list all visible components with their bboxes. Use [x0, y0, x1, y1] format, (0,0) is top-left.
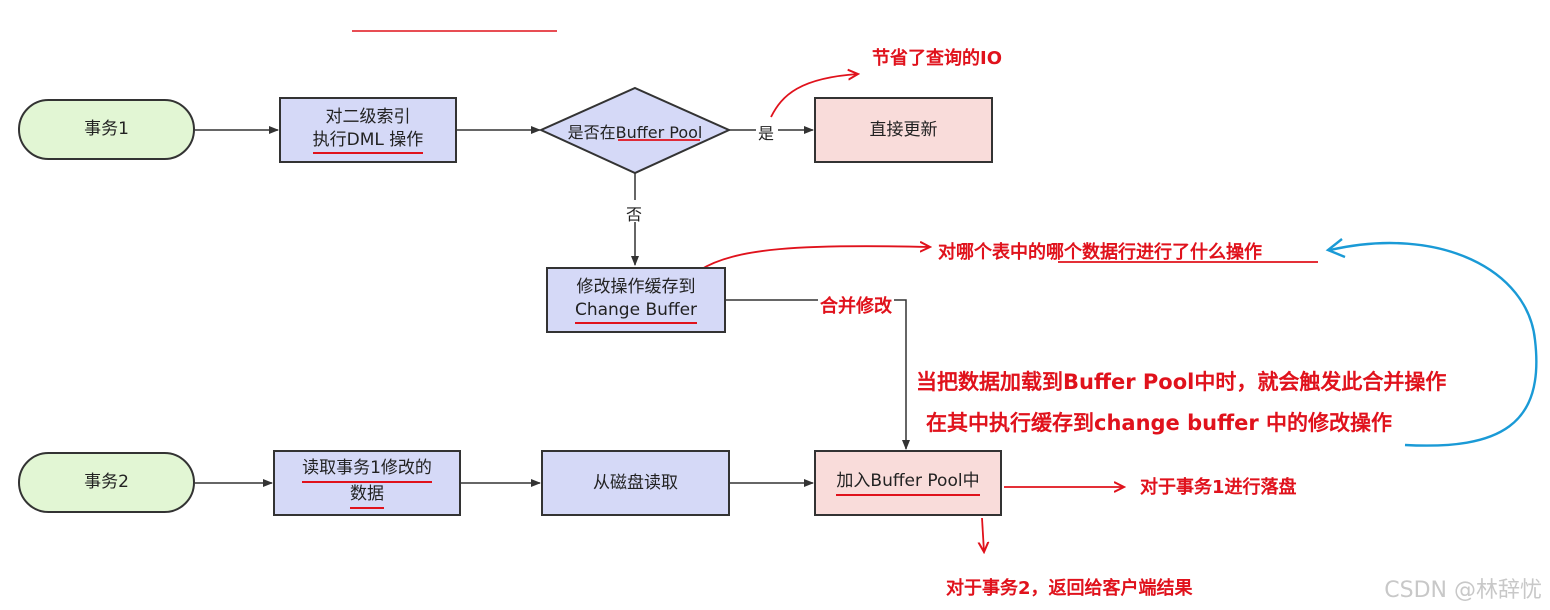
- blue-loop-arrow: [1329, 241, 1538, 447]
- note-flush-tx1: 对于事务1进行落盘: [1140, 477, 1297, 498]
- decision-diamond: [538, 86, 732, 175]
- note-merge: 合并修改: [818, 292, 894, 318]
- note-which-row: 对哪个表中的哪个数据行进行了什么操作: [938, 242, 1262, 263]
- note-save-io: 节省了查询的IO: [872, 48, 1002, 69]
- process-read-modified: 读取事务1修改的 数据: [273, 450, 461, 516]
- red-arrow-return: [982, 517, 984, 552]
- process-dml-line2: 执行DML 操作: [312, 129, 424, 155]
- edge-label-no: 否: [626, 205, 643, 224]
- process-join-buffer-pool: 加入Buffer Pool中: [814, 450, 1002, 516]
- edge-label-yes: 是: [758, 124, 775, 143]
- decision-label: 是否在Buffer Pool: [567, 123, 703, 142]
- blue-loop-arrowhead: [1325, 238, 1346, 259]
- note-exec-cached: 在其中执行缓存到change buffer 中的修改操作: [926, 411, 1393, 435]
- process-disk-read-label: 从磁盘读取: [593, 472, 678, 493]
- process-dml: 对二级索引 执行DML 操作: [279, 97, 457, 163]
- process-disk-read: 从磁盘读取: [541, 450, 730, 516]
- note-return-tx2: 对于事务2，返回给客户端结果: [946, 578, 1193, 599]
- process-read-line2: 数据: [350, 483, 384, 509]
- edge-cache-to-joinpool: [726, 299, 910, 450]
- start-transaction-1: 事务1: [18, 99, 195, 160]
- note-load-trigger: 当把数据加载到Buffer Pool中时，就会触发此合并操作: [916, 370, 1447, 394]
- process-read-line1: 读取事务1修改的: [302, 457, 432, 483]
- start-transaction-2-label: 事务2: [84, 472, 129, 493]
- process-join-buffer-pool-label: 加入Buffer Pool中: [836, 470, 980, 496]
- process-direct-update-label: 直接更新: [869, 119, 938, 140]
- process-direct-update: 直接更新: [814, 97, 993, 163]
- process-dml-line1: 对二级索引: [325, 106, 411, 127]
- red-arrow-save-io: [770, 74, 858, 118]
- red-arrow-which-row: [699, 246, 930, 271]
- watermark: CSDN @林辞忧: [1384, 578, 1542, 603]
- process-cache-change-buffer: 修改操作缓存到 Change Buffer: [546, 267, 726, 333]
- process-cache-line2: Change Buffer: [574, 299, 698, 325]
- process-cache-line1: 修改操作缓存到: [576, 276, 696, 297]
- start-transaction-2: 事务2: [18, 452, 195, 513]
- start-transaction-1-label: 事务1: [84, 119, 129, 140]
